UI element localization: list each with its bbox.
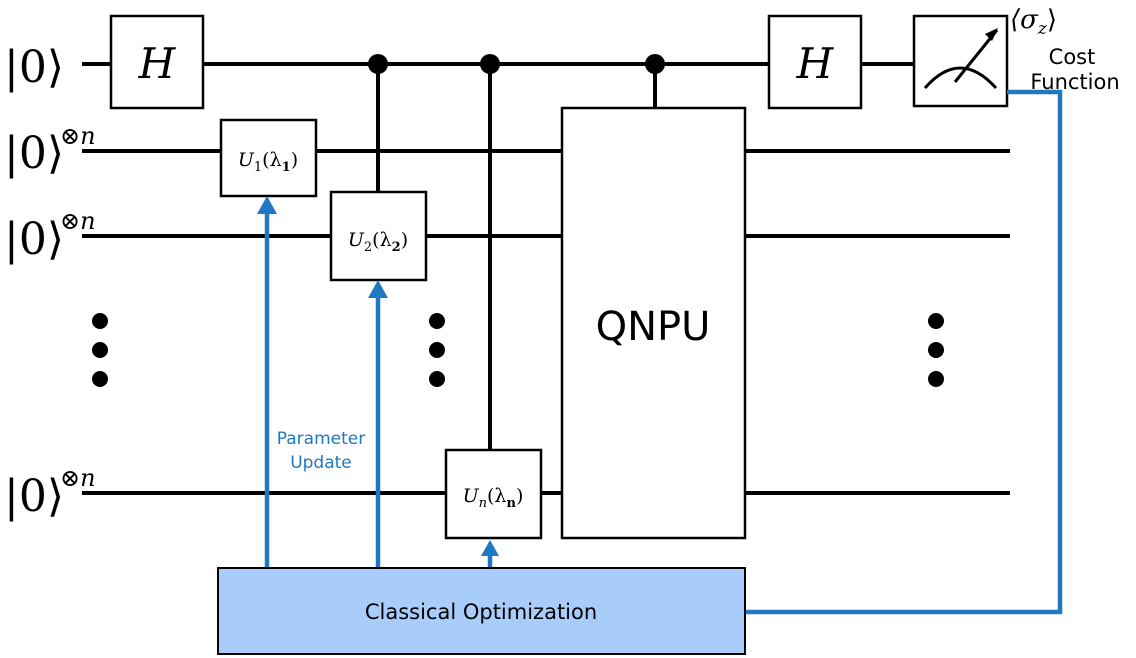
tensor-power-register-2: ⊗n (60, 207, 96, 235)
ket-label-register-1: |0⟩ (4, 128, 64, 179)
hadamard-label-right: H (796, 39, 835, 88)
parameter-update-label-line1: Parameter (277, 429, 365, 449)
ellipsis-left (92, 313, 108, 387)
unitary-label-u2: U2(λ2) (348, 229, 408, 255)
ket-label-register-n: |0⟩ (4, 471, 64, 522)
unitary-gate-u2 (329, 190, 428, 282)
measurement-gate (912, 14, 1009, 108)
cost-feedback-line (746, 89, 1063, 615)
parameter-arrowhead-un (481, 540, 499, 556)
ellipsis-right (928, 313, 944, 387)
meter-needle-tip-icon (985, 28, 998, 41)
ellipsis-middle (429, 313, 445, 387)
tensor-power-register-1: ⊗n (60, 122, 96, 150)
unitary-label-un: Un(λn) (463, 485, 524, 511)
unitary-gate-un (444, 448, 543, 540)
hadamard-gate-left (109, 14, 205, 110)
control-dot-u2 (368, 54, 388, 74)
classical-optimization-box (217, 567, 746, 655)
meter-arc-icon (923, 66, 998, 90)
tensor-power-register-n: ⊗n (60, 464, 96, 492)
expectation-value-label: ⟨σz⟩ (1010, 5, 1057, 39)
classical-optimization-label: Classical Optimization (365, 600, 597, 624)
qnpu-block (560, 106, 747, 540)
unitary-gate-u1 (219, 118, 318, 198)
hadamard-gate-right (767, 14, 863, 110)
control-dot-un (480, 54, 500, 74)
parameter-update-label-line2: Update (290, 453, 352, 473)
qnpu-label: QNPU (596, 304, 711, 350)
ket-label-register-2: |0⟩ (4, 214, 64, 265)
ket-label-qubit-0: |0⟩ (4, 42, 64, 93)
parameter-arrowhead-u1 (257, 196, 277, 214)
hadamard-label-left: H (138, 39, 177, 88)
parameter-arrowhead-u2 (368, 280, 388, 298)
cost-function-label-line1: Cost (1049, 45, 1096, 69)
unitary-label-u1: U1(λ1) (238, 149, 298, 175)
control-dot-qnpu (645, 54, 665, 74)
